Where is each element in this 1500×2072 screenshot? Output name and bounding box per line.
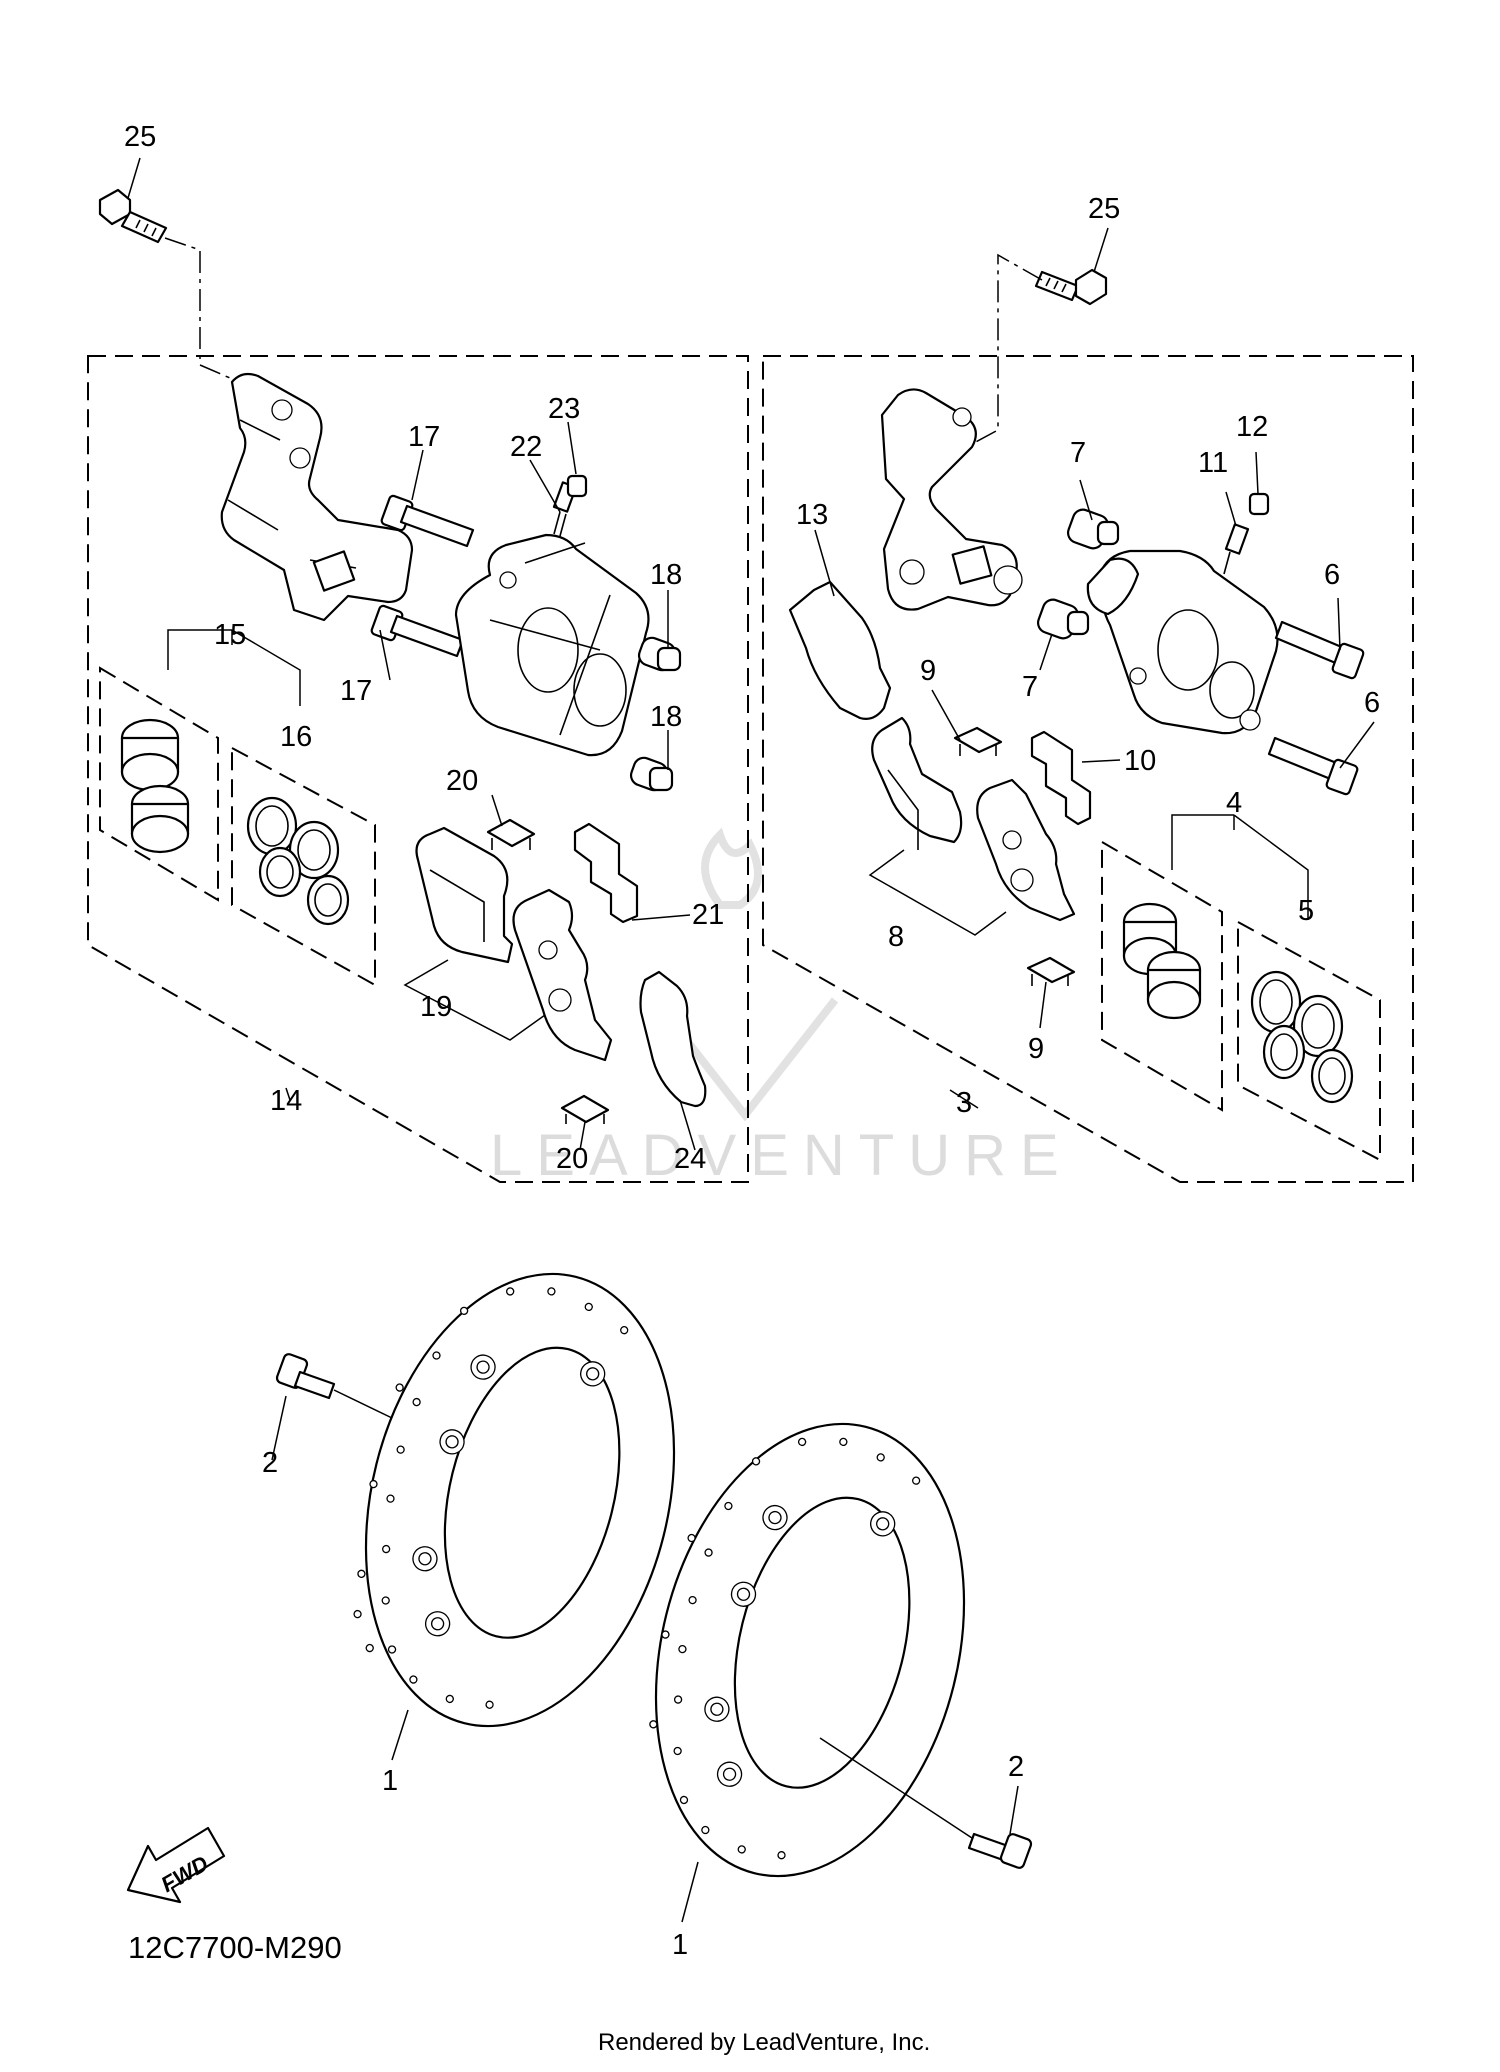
brake-pad-8-b — [976, 778, 1076, 922]
pin-17-upper — [380, 494, 475, 548]
seal-kit-16-box — [231, 746, 376, 987]
boot-7-lower — [1036, 598, 1090, 640]
bleed-cap-23 — [566, 474, 588, 498]
pad-spring-9-lower — [1026, 956, 1076, 986]
pad-shim-24 — [639, 970, 707, 1108]
pin-18-upper — [637, 636, 682, 672]
seal-kit-15-box — [99, 666, 219, 902]
bleed-screw-11 — [1223, 523, 1250, 575]
callout-17-upper: 17 — [408, 421, 440, 453]
callout-5: 5 — [1298, 895, 1314, 927]
brake-disc-left — [353, 1272, 676, 1728]
disc-bolt-2-left — [275, 1353, 336, 1400]
caliper-bracket-right — [880, 388, 1023, 611]
callout-labels: 25 25 17 17 22 23 18 18 15 16 20 21 19 1… — [124, 121, 1380, 1961]
diagram-code: 12C7700-M290 — [128, 1930, 342, 1965]
callout-2-left: 2 — [262, 1447, 278, 1479]
leader-lines — [127, 157, 1375, 1923]
callout-2-right: 2 — [1008, 1751, 1024, 1783]
callout-10: 10 — [1124, 745, 1156, 777]
callout-25-left: 25 — [124, 121, 156, 153]
pad-shim-13 — [788, 580, 892, 720]
callout-4: 4 — [1226, 787, 1242, 819]
callout-15: 15 — [214, 619, 246, 651]
callout-19: 19 — [420, 991, 452, 1023]
callout-18-upper: 18 — [650, 559, 682, 591]
callout-13: 13 — [796, 499, 828, 531]
bolt-25-left — [98, 188, 168, 244]
brake-pad-8-a — [871, 716, 963, 850]
fwd-arrow-icon: FWD — [126, 1826, 226, 1904]
bleed-cap-12 — [1248, 492, 1270, 516]
callout-12: 12 — [1236, 411, 1268, 443]
callout-9-upper: 9 — [920, 655, 936, 687]
pad-spring-9-upper — [953, 726, 1003, 756]
boot-7-upper — [1066, 508, 1120, 550]
callout-1-right: 1 — [672, 1929, 688, 1961]
footer-credit: Rendered by LeadVenture, Inc. — [598, 2029, 930, 2056]
right-caliper-assembly-box — [762, 355, 1414, 1183]
pin-17-lower — [370, 604, 465, 658]
callout-24: 24 — [674, 1143, 706, 1175]
caliper-bracket-left — [220, 372, 414, 622]
callout-6-lower: 6 — [1364, 687, 1380, 719]
caliper-body-right — [1086, 549, 1279, 735]
seal-kit-5-box — [1237, 920, 1381, 1162]
callout-6-upper: 6 — [1324, 559, 1340, 591]
callout-7-lower: 7 — [1022, 671, 1038, 703]
seal-kit-4-box — [1101, 840, 1223, 1112]
disc-bolt-2-right — [967, 1832, 1033, 1869]
callout-25-right: 25 — [1088, 193, 1120, 225]
callout-20-lower: 20 — [556, 1143, 588, 1175]
callout-17-lower: 17 — [340, 675, 372, 707]
bolt-6-lower — [1267, 736, 1359, 796]
pad-spring-20-lower — [560, 1094, 610, 1124]
callout-9-lower: 9 — [1028, 1033, 1044, 1065]
disc-left-drill-holes — [353, 1287, 629, 1709]
brake-disc-right — [649, 1422, 966, 1878]
callout-3: 3 — [956, 1087, 972, 1119]
bolt-6-upper — [1274, 620, 1365, 680]
callout-23: 23 — [548, 393, 580, 425]
callout-7-upper: 7 — [1070, 437, 1086, 469]
pad-spring-10 — [1030, 730, 1092, 826]
left-caliper-assembly-box — [87, 355, 749, 1183]
callout-11: 11 — [1198, 447, 1228, 479]
callout-8: 8 — [888, 921, 904, 953]
callout-21: 21 — [692, 899, 724, 931]
callout-18-lower: 18 — [650, 701, 682, 733]
callout-20-upper: 20 — [446, 765, 478, 797]
pin-18-lower — [629, 756, 674, 792]
callout-1-left: 1 — [382, 1765, 398, 1797]
callout-16: 16 — [280, 721, 312, 753]
pad-spring-21 — [573, 822, 639, 924]
disc-right-drill-holes — [649, 1437, 921, 1860]
caliper-body-left — [454, 533, 650, 757]
brake-pad-19-a — [415, 826, 514, 964]
bolt-25-right — [1034, 268, 1108, 306]
watermark-text: LEADVENTURE — [490, 1123, 1073, 1188]
pad-spring-20-upper — [486, 818, 536, 850]
brake-pad-19-b — [512, 888, 613, 1062]
callout-14: 14 — [270, 1085, 302, 1117]
callout-22: 22 — [510, 431, 542, 463]
